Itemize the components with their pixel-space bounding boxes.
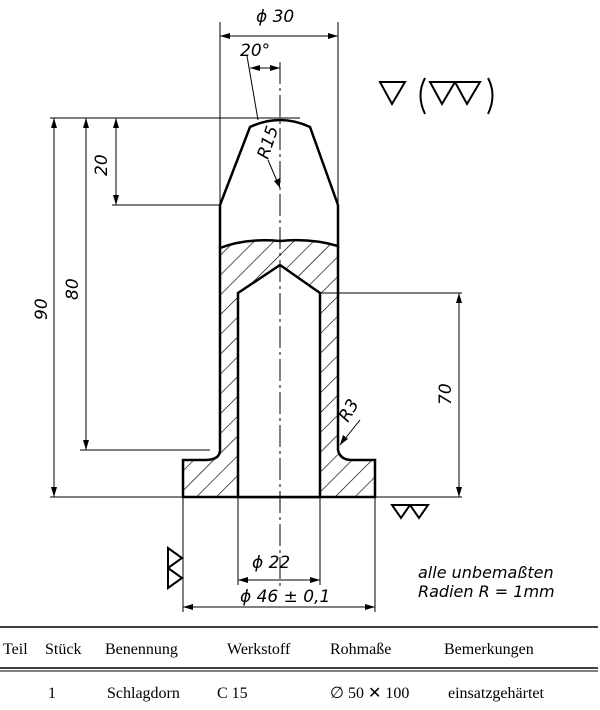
finish-triangle-icon bbox=[378, 81, 407, 107]
cell-werkstoff: C 15 bbox=[217, 685, 248, 702]
parts-table: Teil Stück Benennung Werkstoff Rohmaße B… bbox=[0, 626, 598, 702]
dim-height-shoulder: 80 bbox=[63, 278, 83, 300]
header-werkstoff: Werkstoff bbox=[227, 641, 291, 658]
dim-angle: 20° bbox=[240, 41, 270, 61]
header-bemerkungen: Bemerkungen bbox=[444, 641, 534, 658]
header-stueck: Stück bbox=[45, 641, 81, 658]
part-section bbox=[181, 238, 377, 499]
note-line-2: Radien R = 1mm bbox=[418, 582, 555, 601]
dim-base-diameter: ϕ 46 ± 0,1 bbox=[240, 587, 330, 607]
cell-benennung: Schlagdorn bbox=[107, 685, 180, 702]
cell-bemerkungen: einsatzgehärtet bbox=[448, 685, 545, 702]
cone-tip bbox=[218, 118, 340, 248]
finish-double-triangle-icon bbox=[428, 81, 482, 107]
cell-teil: 1 bbox=[48, 685, 56, 702]
dim-height-cone: 20 bbox=[92, 154, 112, 176]
cell-rohmasse: ∅ 50 ✕ 100 bbox=[330, 685, 409, 702]
dim-bore-depth: 70 bbox=[436, 383, 456, 405]
dim-height-total: 90 bbox=[32, 298, 52, 320]
extension-lines bbox=[50, 22, 462, 612]
dim-top-diameter: ϕ 30 bbox=[256, 7, 294, 27]
header-rohmasse: Rohmaße bbox=[330, 641, 391, 658]
header-benennung: Benennung bbox=[105, 641, 178, 658]
dim-bore-diameter: ϕ 22 bbox=[252, 553, 290, 573]
arrowheads bbox=[51, 33, 462, 610]
dim-radius-tip: R15 bbox=[254, 124, 283, 162]
header-teil: Teil bbox=[3, 641, 28, 658]
note-line-1: alle unbemaßten bbox=[418, 563, 554, 582]
surface-finish-symbols bbox=[167, 77, 494, 590]
